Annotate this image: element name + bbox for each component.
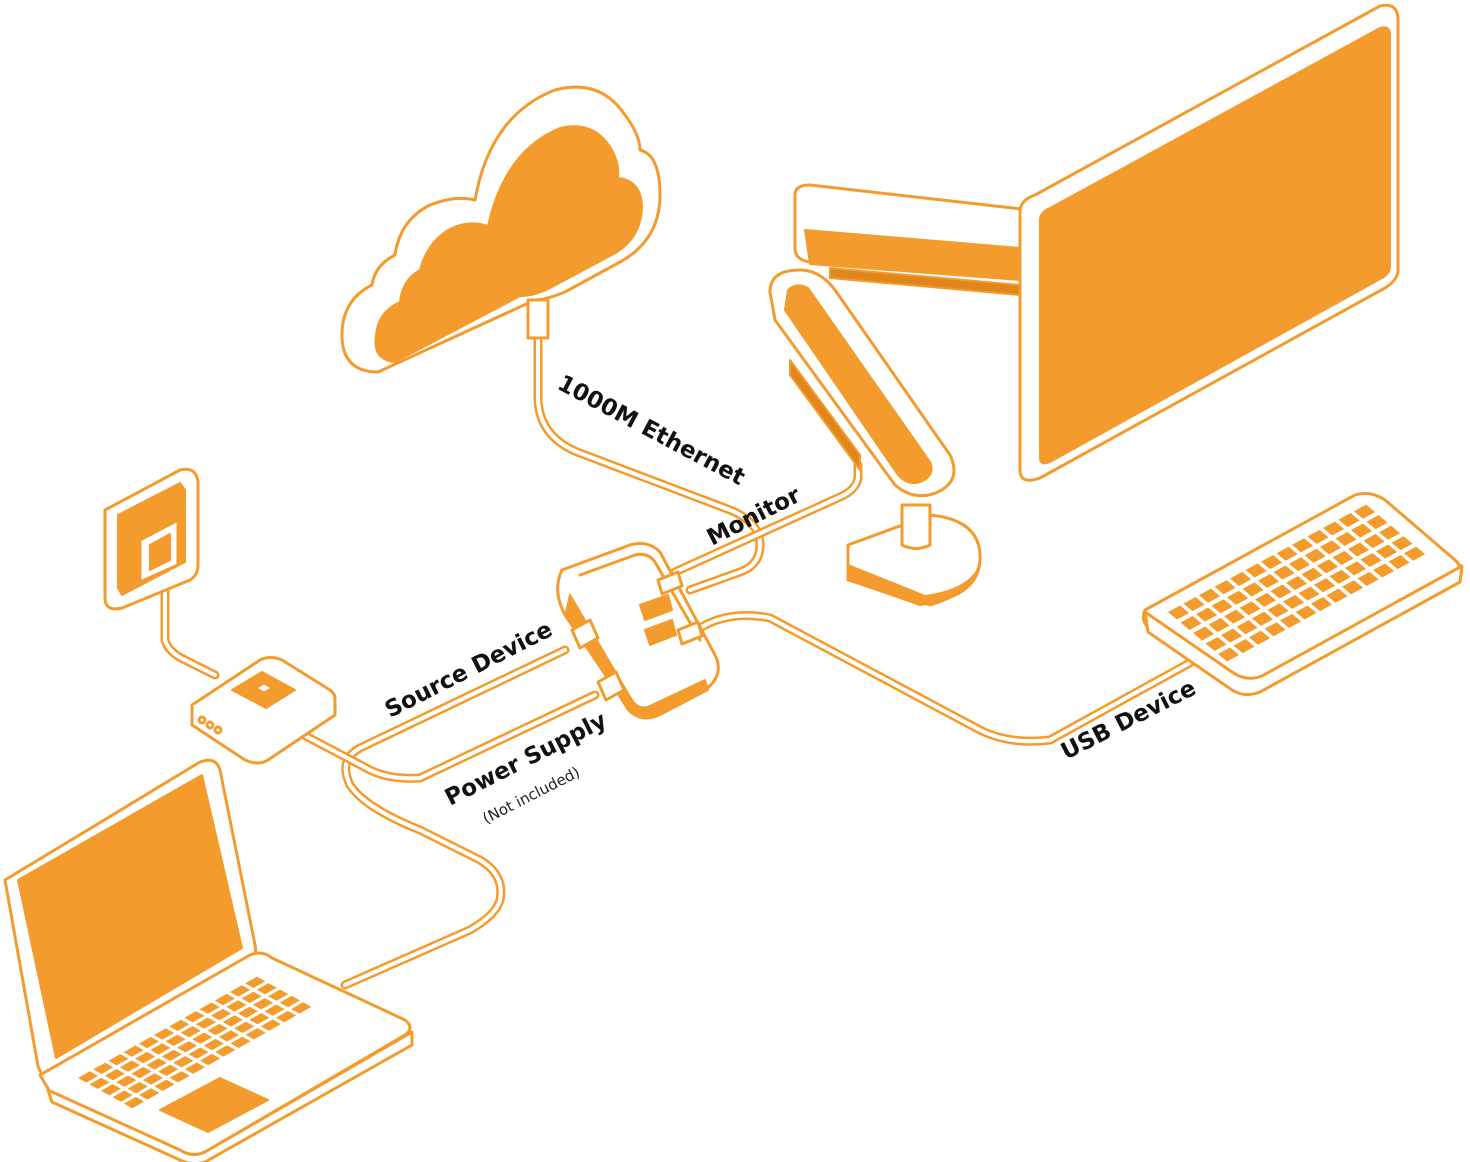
source-device-cable bbox=[345, 650, 565, 985]
extender-hub-icon bbox=[558, 544, 719, 719]
monitor-icon bbox=[1020, 5, 1398, 480]
ethernet-label: 1000M Ethernet bbox=[553, 370, 749, 491]
laptop-icon bbox=[5, 760, 412, 1162]
cloud-icon bbox=[342, 87, 660, 372]
monitor-arm-icon bbox=[770, 185, 1030, 605]
wall-outlet-icon bbox=[105, 469, 198, 609]
outlet-cable bbox=[165, 575, 215, 675]
